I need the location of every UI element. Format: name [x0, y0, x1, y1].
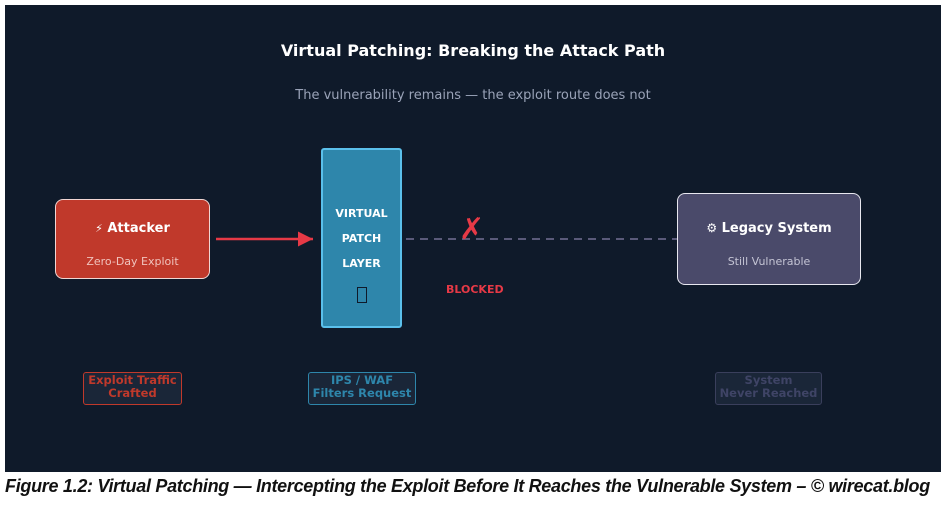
figure-caption: Figure 1.2: Virtual Patching — Intercept… — [5, 476, 930, 496]
legacy-sublabel: Still Vulnerable — [727, 255, 811, 268]
blocked-x-icon: ✗ — [459, 212, 485, 247]
legacy-system-node: ⚙ Legacy System Still Vulnerable — [677, 193, 861, 285]
shield-icon — [357, 287, 367, 303]
tag-exploit-traffic: Exploit Traffic Crafted — [83, 372, 182, 405]
diagram-title: Virtual Patching: Breaking the Attack Pa… — [280, 41, 666, 60]
legacy-label: ⚙ Legacy System — [706, 221, 832, 236]
patch-line-1: VIRTUAL — [335, 207, 388, 220]
connectors — [216, 231, 677, 247]
tag-ips-waf: IPS / WAF Filters Request — [308, 372, 416, 405]
attacker-label: ⚡ Attacker — [95, 221, 170, 236]
blocked-label: BLOCKED — [446, 283, 504, 296]
tag-system-never-reached: System Never Reached — [715, 372, 822, 405]
attacker-sublabel: Zero-Day Exploit — [86, 255, 179, 268]
patch-line-3: LAYER — [342, 257, 381, 270]
virtual-patch-layer: VIRTUAL PATCH LAYER — [321, 148, 402, 328]
diagram-panel: Virtual Patching: Breaking the Attack Pa… — [5, 5, 941, 472]
gear-icon: ⚙ — [706, 221, 718, 235]
patch-line-2: PATCH — [341, 232, 382, 245]
diagram-subtitle: The vulnerability remains — the exploit … — [295, 88, 651, 103]
attacker-node: ⚡ Attacker Zero-Day Exploit — [55, 199, 210, 279]
lightning-icon: ⚡ — [95, 222, 103, 235]
